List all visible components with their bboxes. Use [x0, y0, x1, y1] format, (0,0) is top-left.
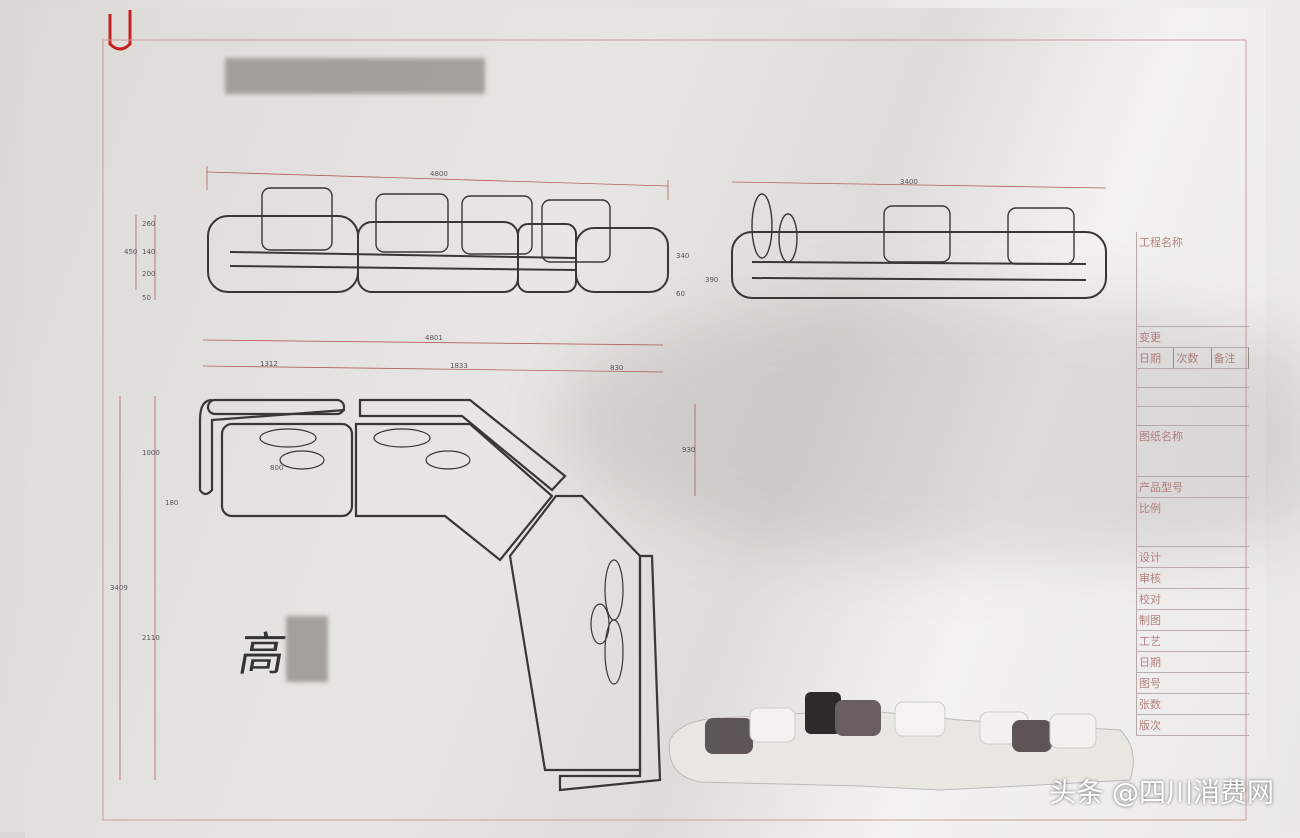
tb-change: 变更 [1137, 327, 1249, 348]
tb-col-date: 日期 [1137, 348, 1175, 368]
tb-row: 制图 [1137, 610, 1249, 631]
tb-project-name: 工程名称 [1137, 232, 1249, 327]
dim-plan-left-3: 2110 [142, 634, 160, 642]
tb-change-header: 日期 次数 备注 [1137, 348, 1249, 369]
dim-front-height-3: 200 [142, 270, 155, 278]
tb-row: 校对 [1137, 589, 1249, 610]
dim-front-right-1: 340 [676, 252, 689, 260]
tb-col-note: 备注 [1212, 348, 1249, 368]
dim-plan-left-2: 180 [165, 499, 178, 507]
tb-row: 日期 [1137, 652, 1249, 673]
side-elevation [731, 193, 1107, 299]
dim-plan-seg-1: 1312 [260, 360, 278, 368]
dim-plan-right: 930 [682, 446, 695, 454]
dim-plan-width: 4801 [425, 334, 443, 342]
redacted-signature [286, 616, 328, 682]
tb-drawing-name: 图纸名称 [1137, 426, 1249, 477]
dim-plan-seg-3: 830 [610, 364, 623, 372]
dim-front-height-4: 50 [142, 294, 151, 302]
dim-plan-inner: 800 [270, 464, 283, 472]
dim-plan-seg-2: 1833 [450, 362, 468, 370]
dim-front-height-2: 140 [142, 248, 155, 256]
watermark: 头条 @四川消费网 [1049, 778, 1274, 809]
tb-row: 审核 [1137, 568, 1249, 589]
drawing-border [102, 39, 1247, 821]
tb-row: 工艺 [1137, 631, 1249, 652]
dim-front-height-1: 260 [142, 220, 155, 228]
paper-clip-icon [108, 10, 132, 51]
tb-scale: 比例 [1137, 498, 1249, 547]
dim-plan-left-total: 3409 [110, 584, 128, 592]
dim-front-height-total: 450 [124, 248, 137, 256]
dim-plan-left-1: 1000 [142, 449, 160, 457]
front-elevation [207, 187, 669, 293]
dimension-lines [119, 166, 1107, 780]
dim-front-right-2: 60 [676, 290, 685, 298]
shadow [560, 300, 1300, 560]
dim-side-height: 390 [705, 276, 718, 284]
tb-row: 设计 [1137, 547, 1249, 568]
title-block: 工程名称 变更 日期 次数 备注 图纸名称 产品型号 比例 设计 审核 校对 制… [1136, 232, 1249, 736]
plan-view [198, 398, 662, 792]
tb-row: 图号 [1137, 673, 1249, 694]
tb-product-model: 产品型号 [1137, 477, 1249, 498]
tb-col-count: 次数 [1174, 348, 1212, 368]
tb-row: 版次 [1137, 715, 1249, 736]
redacted-header [225, 58, 485, 94]
dim-side-width: 3400 [900, 178, 918, 186]
tb-row: 张数 [1137, 694, 1249, 715]
sofa-photo [668, 692, 1134, 791]
dim-front-width: 4800 [430, 170, 448, 178]
